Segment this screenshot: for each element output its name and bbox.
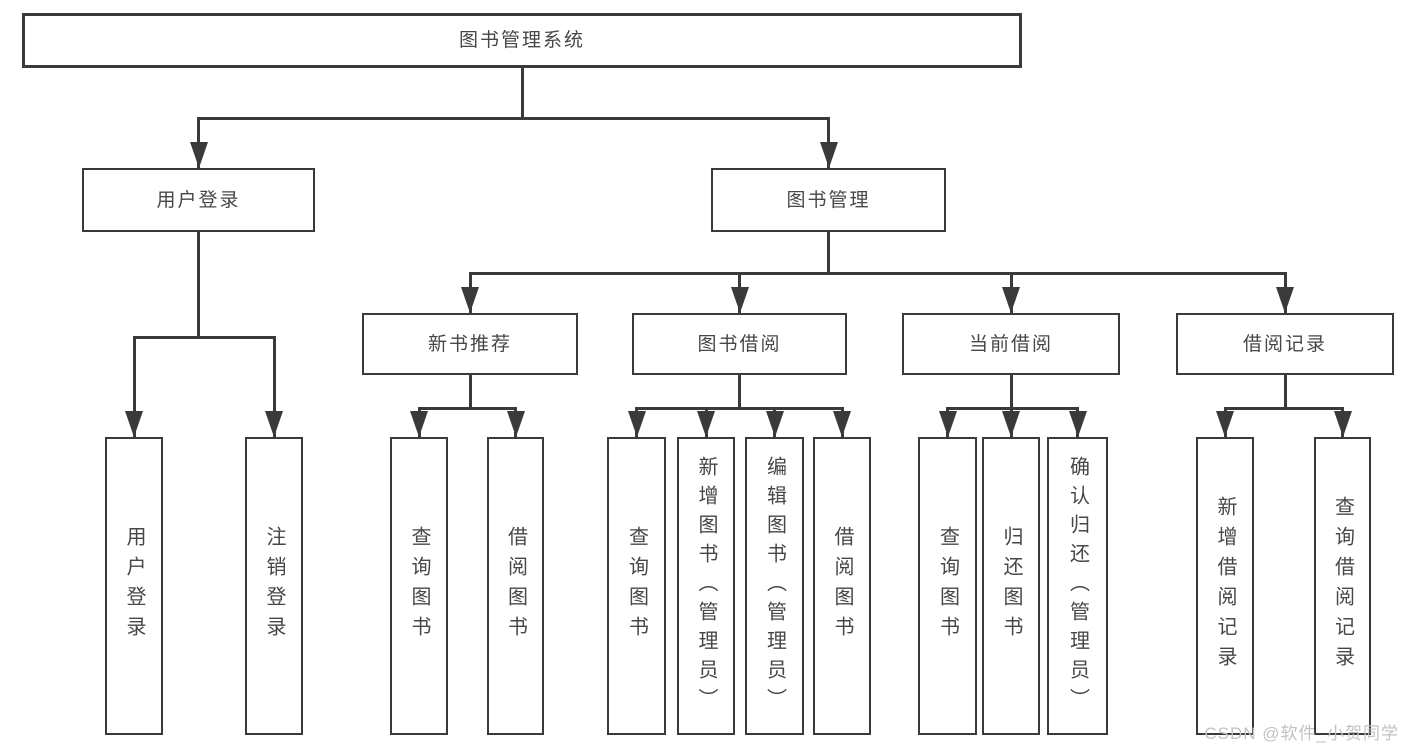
node-label: 新书推荐 (427, 333, 512, 355)
node-label: 借阅图书 (504, 526, 527, 646)
arrow-down-icon (1333, 411, 1352, 437)
connector-line (520, 68, 524, 120)
watermark: CSDN @软件_小贺同学 (1204, 724, 1399, 743)
arrow-down-icon (506, 411, 525, 437)
connector-line (946, 407, 1079, 410)
node-leaf-edit-book-admin: 编辑图书（管理员） (745, 437, 804, 735)
connector-line (468, 272, 1287, 275)
node-label: 注销登录 (263, 526, 285, 646)
arrow-down-icon (938, 411, 957, 437)
connector-line (132, 336, 276, 339)
node-leaf-add-borrow-record: 新增借阅记录 (1196, 437, 1254, 735)
node-leaf-borrow-books-rec: 借阅图书 (487, 437, 544, 735)
connector-line (197, 232, 200, 339)
arrow-down-icon (265, 411, 283, 437)
connector-line (1283, 375, 1287, 410)
node-current-borrow: 当前借阅 (902, 313, 1120, 375)
node-book-management: 图书管理 (711, 168, 946, 232)
arrow-down-icon (1002, 411, 1020, 437)
node-leaf-query-borrow-record: 查询借阅记录 (1314, 437, 1371, 735)
node-label: 归还图书 (1000, 526, 1022, 646)
connector-line (197, 117, 830, 120)
node-leaf-borrow-books-2: 借阅图书 (813, 437, 871, 735)
node-label: 图书管理 (786, 189, 871, 211)
connector-line (132, 336, 136, 437)
node-root: 图书管理系统 (22, 13, 1022, 68)
node-label: 查询图书 (408, 526, 430, 646)
node-leaf-query-books-borrow: 查询图书 (607, 437, 666, 735)
arrow-down-icon (833, 411, 851, 437)
connector-line (417, 407, 517, 410)
node-label: 用户登录 (123, 526, 145, 646)
node-label: 借阅图书 (831, 526, 853, 646)
connector-line (738, 375, 741, 410)
connector-line (1009, 375, 1013, 410)
node-label: 查询借阅记录 (1331, 496, 1354, 676)
arrow-down-icon (1068, 411, 1087, 437)
node-leaf-confirm-return: 确认归还（管理员） (1047, 437, 1108, 735)
arrow-down-icon (819, 142, 838, 168)
node-leaf-add-book-admin: 新增图书（管理员） (677, 437, 735, 735)
arrow-down-icon (461, 287, 479, 313)
arrow-down-icon (189, 142, 208, 168)
node-label: 新增借阅记录 (1214, 496, 1236, 676)
node-label: 用户登录 (156, 189, 241, 211)
node-label: 图书管理系统 (458, 30, 585, 51)
node-leaf-user-login: 用户登录 (105, 437, 163, 735)
node-borrow-records: 借阅记录 (1176, 313, 1394, 375)
node-label: 借阅记录 (1242, 333, 1327, 355)
arrow-down-icon (1216, 411, 1234, 437)
arrow-down-icon (697, 411, 715, 437)
node-leaf-logout: 注销登录 (245, 437, 303, 735)
node-leaf-query-books-rec: 查询图书 (390, 437, 448, 735)
arrow-down-icon (1276, 287, 1294, 313)
arrow-down-icon (765, 411, 784, 437)
node-label: 查询图书 (936, 526, 959, 646)
arrow-down-icon (1002, 287, 1020, 313)
arrow-down-icon (410, 411, 428, 437)
node-leaf-query-books-current: 查询图书 (918, 437, 977, 735)
node-label: 查询图书 (625, 526, 648, 646)
node-user-login: 用户登录 (82, 168, 315, 232)
node-label: 编辑图书（管理员） (763, 455, 786, 717)
arrow-down-icon (627, 411, 646, 437)
node-new-book-recommend: 新书推荐 (362, 313, 578, 375)
node-label: 当前借阅 (968, 333, 1053, 355)
node-label: 新增图书（管理员） (695, 455, 717, 717)
node-label: 图书借阅 (697, 333, 782, 355)
node-leaf-return-book: 归还图书 (982, 437, 1040, 735)
connector-line (827, 232, 830, 275)
arrow-down-icon (730, 287, 749, 313)
connector-line (1223, 407, 1344, 410)
node-book-borrow: 图书借阅 (632, 313, 847, 375)
arrow-down-icon (125, 411, 143, 437)
connector-line (272, 336, 276, 437)
node-label: 确认归还（管理员） (1066, 455, 1089, 717)
connector-line (468, 375, 472, 410)
connector-line (635, 407, 844, 410)
